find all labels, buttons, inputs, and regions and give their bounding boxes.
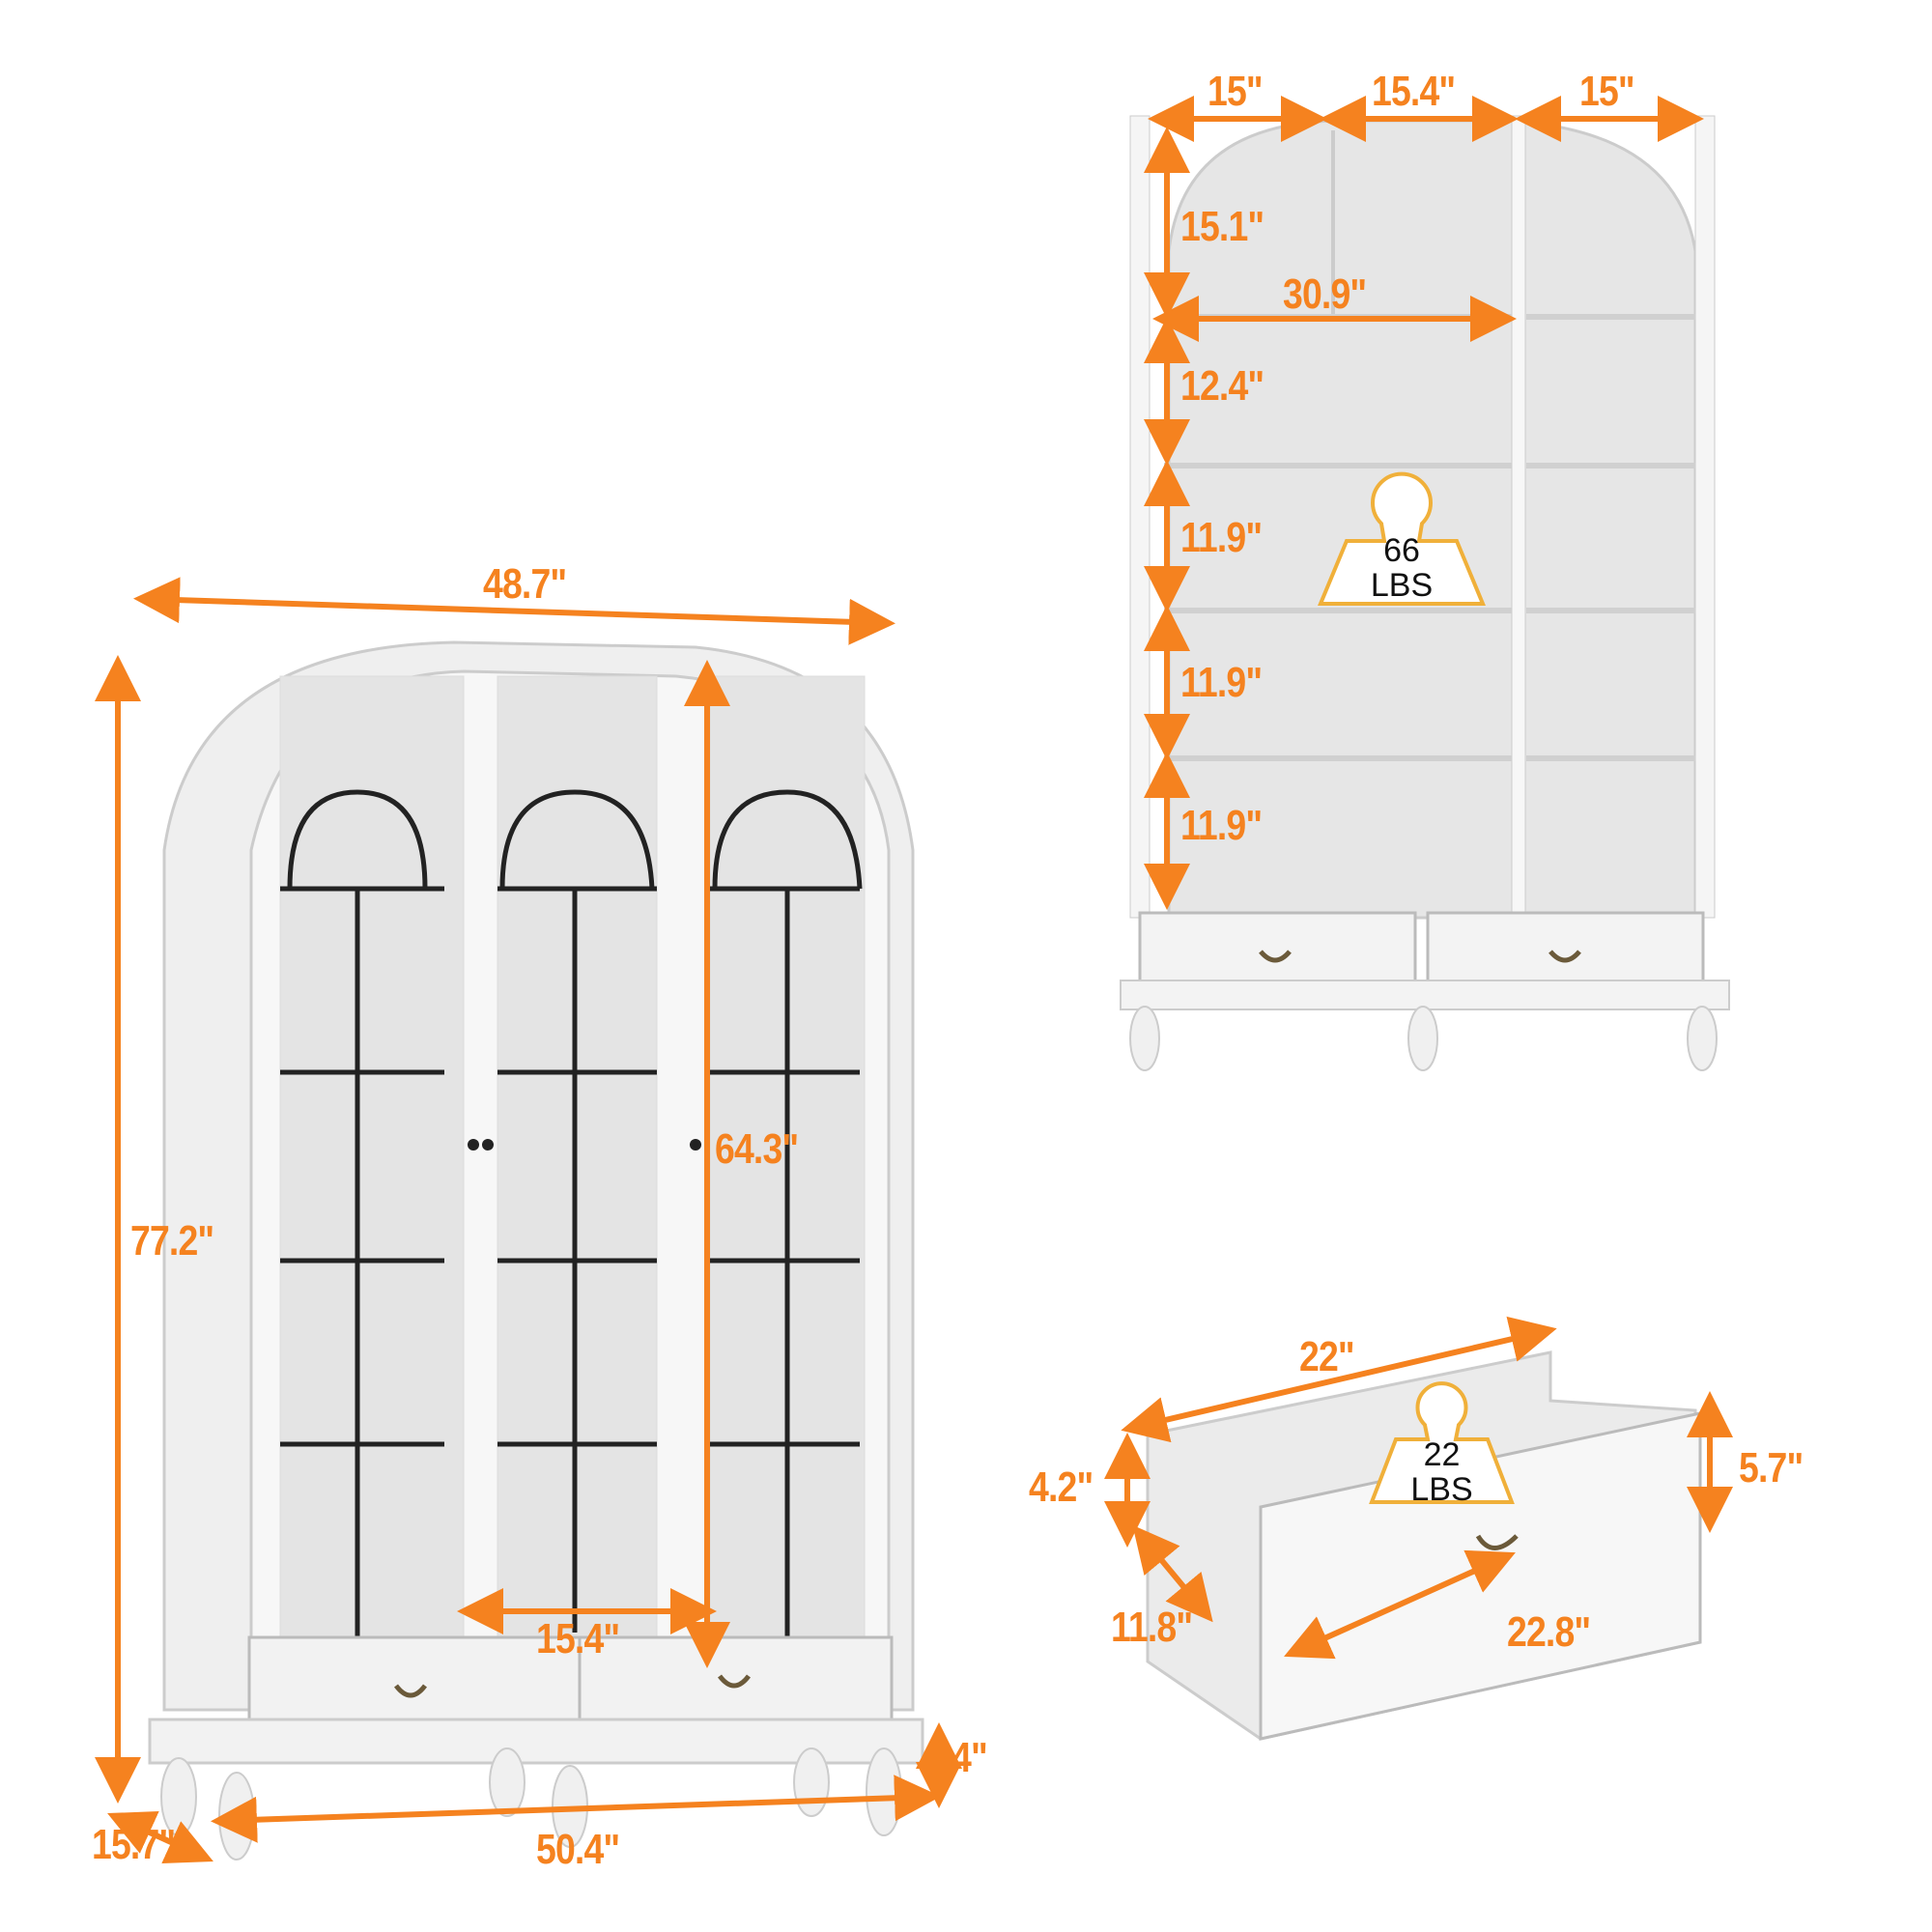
drawer-illustration — [1146, 1350, 1702, 1741]
open-shelf-height-label: 12.4" — [1180, 362, 1264, 410]
drawer-capacity-value: 22 — [1423, 1436, 1461, 1473]
front-dimension-arrows — [95, 577, 962, 1863]
shelf-capacity-badge: 66 LBS — [1352, 533, 1451, 603]
open-inner-width-label: 30.9" — [1283, 270, 1367, 318]
open-dimension-arrows — [1144, 96, 1704, 910]
drawer-depth-label: 11.8" — [1111, 1604, 1193, 1651]
drawer-dimension-arrows — [1104, 1316, 1733, 1660]
open-shelf-height-label: 11.9" — [1180, 514, 1263, 561]
front-leg-height-label: 4" — [952, 1734, 988, 1781]
cabinet-front-illustration — [148, 640, 924, 1861]
open-shelf-height-label: 11.9" — [1180, 659, 1263, 706]
shelf-capacity-value: 66 — [1383, 532, 1420, 569]
front-total-height-label: 77.2" — [130, 1217, 214, 1264]
open-middle-width-label: 15.4" — [1372, 68, 1456, 115]
open-right-width-label: 15" — [1579, 68, 1635, 115]
drawer-front-width-label: 22.8" — [1507, 1608, 1591, 1656]
front-top-width-label: 48.7" — [483, 560, 567, 608]
open-top-shelf-height-label: 15.1" — [1180, 203, 1264, 250]
shelf-capacity-unit: LBS — [1370, 567, 1434, 604]
front-depth-label: 15.7" — [92, 1821, 176, 1868]
front-door-width-label: 15.4" — [536, 1615, 620, 1662]
drawer-back-width-label: 22" — [1299, 1333, 1355, 1380]
drawer-capacity-unit: LBS — [1410, 1471, 1473, 1508]
open-left-width-label: 15" — [1208, 68, 1264, 115]
open-shelf-height-label: 11.9" — [1180, 802, 1263, 849]
drawer-front-height-label: 5.7" — [1739, 1444, 1804, 1492]
drawer-back-height-label: 4.2" — [1029, 1463, 1094, 1511]
front-door-height-label: 64.3" — [715, 1125, 799, 1173]
front-base-width-label: 50.4" — [536, 1826, 620, 1873]
drawer-capacity-badge: 22 LBS — [1396, 1437, 1488, 1507]
